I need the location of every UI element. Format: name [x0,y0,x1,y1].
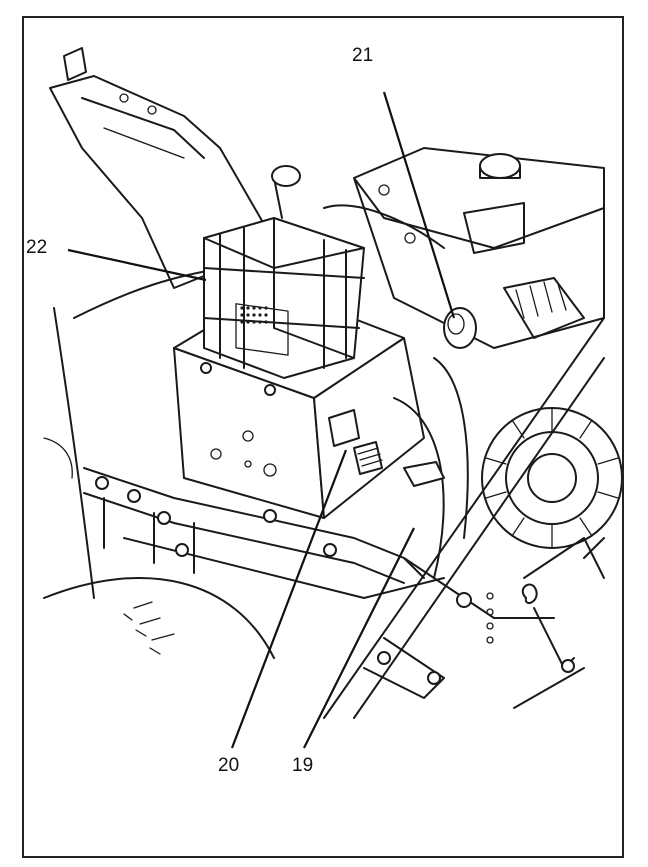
engine-compartment-illustration [43,47,622,749]
lower-right-hardware [486,537,605,709]
callout-21: 21 [352,45,374,66]
diagonal-strut [323,317,605,719]
callout-19: 19 [292,755,314,776]
callout-20: 20 [218,755,240,776]
electrical-box-cage [200,165,365,396]
flywheel-area [393,277,622,579]
leader-lines [67,91,456,749]
chassis-frame [83,467,445,599]
plug-cap [443,307,477,349]
diagram-frame [22,16,624,858]
relay-switch [328,409,445,487]
callout-22: 22 [26,237,48,258]
